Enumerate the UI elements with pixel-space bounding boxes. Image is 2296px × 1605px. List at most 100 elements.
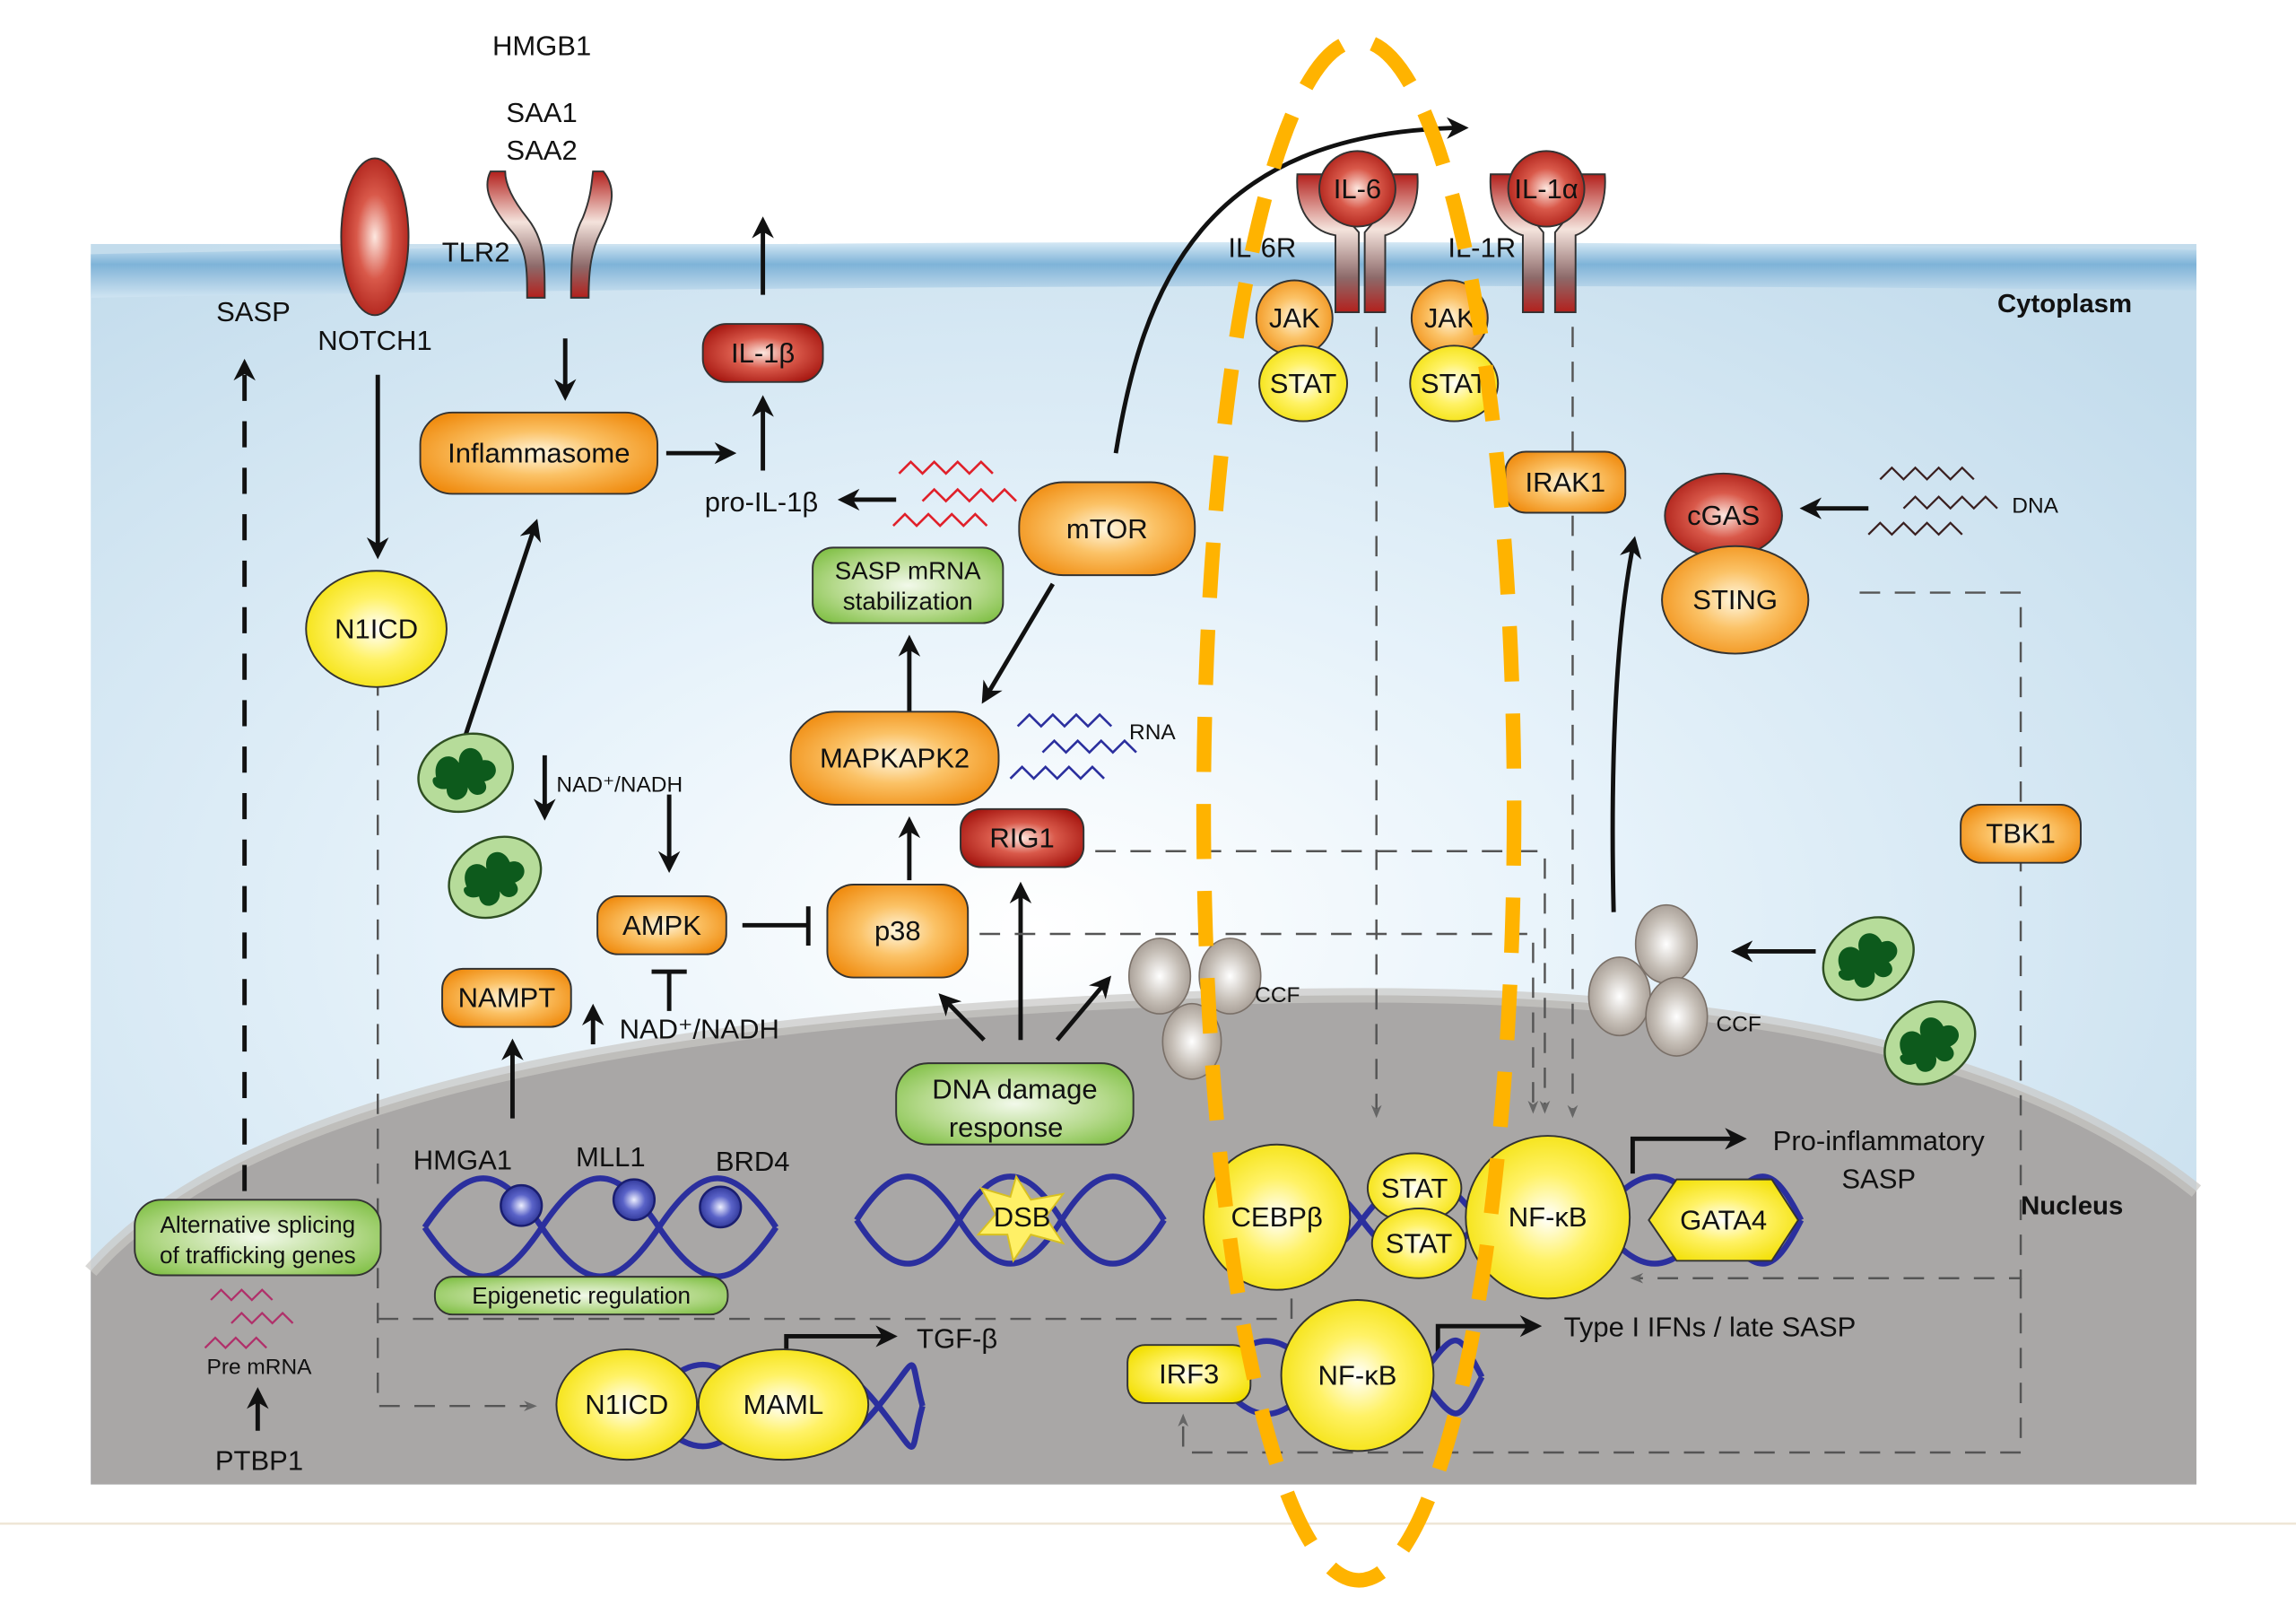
label-brd4: BRD4 bbox=[716, 1146, 790, 1177]
plasma-membrane bbox=[91, 241, 2196, 298]
node-alt-splicing-label-2: of trafficking genes bbox=[160, 1242, 356, 1269]
node-stat-1 bbox=[1258, 345, 1349, 423]
mrna-red-strands bbox=[891, 460, 1017, 528]
node-il1b bbox=[701, 323, 824, 383]
node-stat-nuclear-2 bbox=[1370, 1208, 1467, 1279]
label-nad-top: NAD⁺/NADH bbox=[556, 772, 683, 797]
arrow-mtor-to-mapkapk2 bbox=[981, 582, 1055, 704]
node-nampt-label: NAMPT bbox=[458, 982, 556, 1014]
il1a-label: IL-1α bbox=[1514, 173, 1578, 205]
arrow-mtor-to-il6-il1a bbox=[1113, 117, 1469, 454]
node-sting-label: STING bbox=[1692, 584, 1778, 615]
node-n1icd-nucleus-label: N1ICD bbox=[585, 1389, 668, 1420]
node-stat-1-label: STAT bbox=[1270, 368, 1337, 399]
il1r-receptor bbox=[1489, 150, 1606, 314]
node-mapkapk2 bbox=[789, 711, 1000, 806]
tlr2-receptor bbox=[486, 170, 613, 299]
label-dna: DNA bbox=[2012, 494, 2058, 519]
node-maml bbox=[697, 1348, 870, 1461]
node-inflammasome-label: Inflammasome bbox=[448, 438, 630, 469]
histone-mark-icon bbox=[612, 1178, 657, 1222]
node-irak1-label: IRAK1 bbox=[1526, 467, 1606, 498]
dna-strands-cytosolic bbox=[1867, 466, 1998, 536]
node-p38-label: p38 bbox=[874, 915, 921, 946]
node-n1icd-nucleus bbox=[555, 1348, 699, 1461]
node-sasp-mrna-stabilization bbox=[812, 546, 1004, 624]
pre-mrna-strands bbox=[204, 1288, 294, 1350]
notch1-receptor bbox=[340, 157, 410, 317]
ligand-saa1: SAA1 bbox=[506, 97, 577, 128]
node-cgas-label: cGAS bbox=[1687, 500, 1760, 531]
node-rig1 bbox=[960, 807, 1085, 868]
node-tbk1-label: TBK1 bbox=[1986, 818, 2056, 850]
node-mapkapk2-label: MAPKAPK2 bbox=[820, 743, 970, 774]
node-sasp-mrna-label-1: SASP mRNA bbox=[835, 557, 981, 585]
node-gata4 bbox=[1648, 1178, 1800, 1262]
node-sting bbox=[1661, 545, 1810, 655]
dsb-star-icon bbox=[976, 1174, 1065, 1263]
il6-label: IL-6 bbox=[1334, 173, 1381, 205]
node-epigenetic-label: Epigenetic regulation bbox=[472, 1282, 691, 1309]
ligand-saa2: SAA2 bbox=[506, 135, 577, 166]
node-nfkb-2-label: NF-κB bbox=[1318, 1360, 1397, 1391]
label-rna: RNA bbox=[1129, 720, 1176, 745]
node-alt-splicing-label-1: Alternative splicing bbox=[161, 1211, 356, 1238]
ccf-chromatin-fragments-right bbox=[1587, 903, 1709, 1057]
node-stat-2-label: STAT bbox=[1421, 368, 1488, 399]
label-pre-mrna: Pre mRNA bbox=[206, 1356, 312, 1380]
node-cebpb-label: CEBPβ bbox=[1231, 1201, 1323, 1233]
node-ddr-label-2: response bbox=[949, 1112, 1064, 1143]
arrow-nfkb-to-type1-ifn bbox=[1435, 1315, 1543, 1354]
arrow-mito-to-inflammasome bbox=[460, 519, 542, 745]
node-il1b-label: IL-1β bbox=[731, 337, 795, 369]
node-gata4-label: GATA4 bbox=[1680, 1205, 1767, 1236]
label-mll1: MLL1 bbox=[576, 1141, 646, 1173]
node-nfkb-2 bbox=[1280, 1299, 1435, 1452]
node-nampt bbox=[441, 967, 572, 1028]
arrow-ddr-to-ccf bbox=[1055, 975, 1112, 1042]
node-maml-label: MAML bbox=[744, 1389, 824, 1420]
node-ddr-label-1: DNA damage bbox=[932, 1074, 1097, 1105]
node-tbk1 bbox=[1960, 803, 2082, 864]
label-ptbp1: PTBP1 bbox=[215, 1445, 303, 1477]
label-pro-inflammatory-2: SASP bbox=[1841, 1163, 1916, 1194]
node-alternative-splicing bbox=[134, 1199, 382, 1277]
arrow-nfkb-to-pro-inflammatory bbox=[1630, 1128, 1747, 1174]
node-p38 bbox=[826, 884, 970, 979]
arrow-ccf-to-cgas bbox=[1610, 536, 1642, 912]
ligand-hmgb1: HMGB1 bbox=[492, 31, 591, 62]
highlight-dashed-ellipse bbox=[1196, 33, 1522, 1588]
histone-mark-icon bbox=[500, 1183, 544, 1227]
label-pro-il1b: pro-IL-1β bbox=[705, 486, 818, 518]
node-n1icd-cytoplasm bbox=[305, 570, 448, 688]
node-mtor-label: mTOR bbox=[1066, 513, 1148, 545]
node-rig1-label: RIG1 bbox=[989, 823, 1054, 854]
node-inflammasome bbox=[419, 411, 659, 495]
nucleus-label: Nucleus bbox=[2021, 1192, 2123, 1221]
label-hmga1: HMGA1 bbox=[413, 1144, 512, 1175]
label-dsb: DSB bbox=[994, 1201, 1051, 1233]
arrow-ddr-to-p38 bbox=[938, 993, 986, 1042]
rna-blue-strands bbox=[1009, 712, 1137, 781]
node-mtor bbox=[1018, 481, 1196, 577]
label-ccf-right: CCF bbox=[1716, 1013, 1761, 1037]
node-nfkb-1 bbox=[1465, 1135, 1631, 1300]
node-ampk bbox=[596, 894, 727, 955]
sasp-label: SASP bbox=[216, 296, 291, 327]
label-nad-bottom: NAD⁺/NADH bbox=[620, 1014, 779, 1045]
node-stat-nuclear-1-label: STAT bbox=[1381, 1173, 1448, 1204]
node-dna-damage-response bbox=[895, 1062, 1135, 1146]
label-type1-ifn-late-sasp: Type I IFNs / late SASP bbox=[1564, 1312, 1857, 1343]
node-sasp-mrna-label-2: stabilization bbox=[843, 588, 973, 615]
ccf-chromatin-fragments-mid bbox=[1127, 938, 1262, 1080]
node-jak-1-label: JAK bbox=[1269, 302, 1320, 334]
node-stat-2 bbox=[1409, 345, 1500, 423]
node-epigenetic-regulation bbox=[433, 1276, 729, 1316]
label-tgfb: TGF-β bbox=[917, 1323, 997, 1355]
node-jak-2-label: JAK bbox=[1424, 302, 1475, 334]
il6r-receptor bbox=[1296, 150, 1419, 314]
node-stat-nuclear-2-label: STAT bbox=[1386, 1227, 1453, 1259]
node-irf3-label: IRF3 bbox=[1159, 1358, 1219, 1390]
dna-helix-dsb bbox=[854, 1173, 1167, 1267]
